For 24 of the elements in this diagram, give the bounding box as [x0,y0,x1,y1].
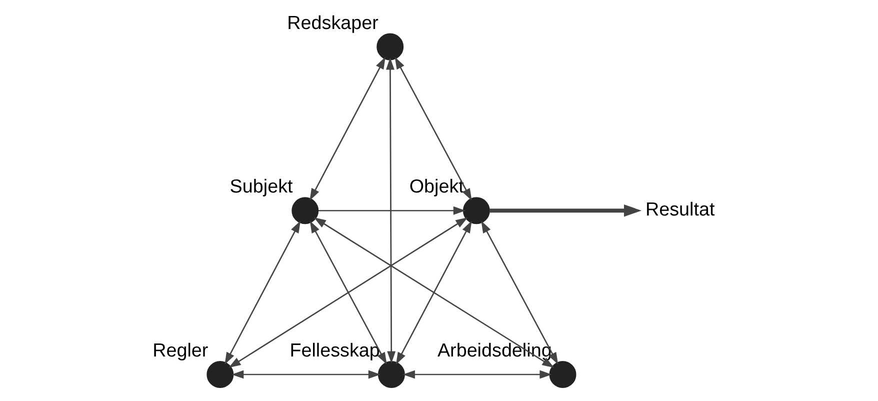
arrow [224,220,301,365]
arrow [394,56,472,201]
arrow [228,217,468,368]
node-circle [206,361,234,388]
arrow [318,206,466,215]
node-circle [292,197,319,224]
node-label: Regler [152,340,208,362]
node-circle [462,197,490,224]
node-circle [549,361,576,388]
arrow [490,204,642,217]
arrow [402,370,552,379]
node-label: Objekt [409,176,464,198]
node-circle [378,361,405,388]
node-label: Subjekt [230,176,293,198]
arrow [396,220,472,365]
node-label: Redskaper [287,12,378,34]
arrow [232,370,381,379]
node-circle [376,33,404,60]
node-label: Fellesskap [290,340,380,362]
node-text: Resultat [645,200,715,221]
arrow [386,58,396,364]
arrow [310,56,386,201]
arrow [310,220,387,365]
arrow [314,217,554,368]
